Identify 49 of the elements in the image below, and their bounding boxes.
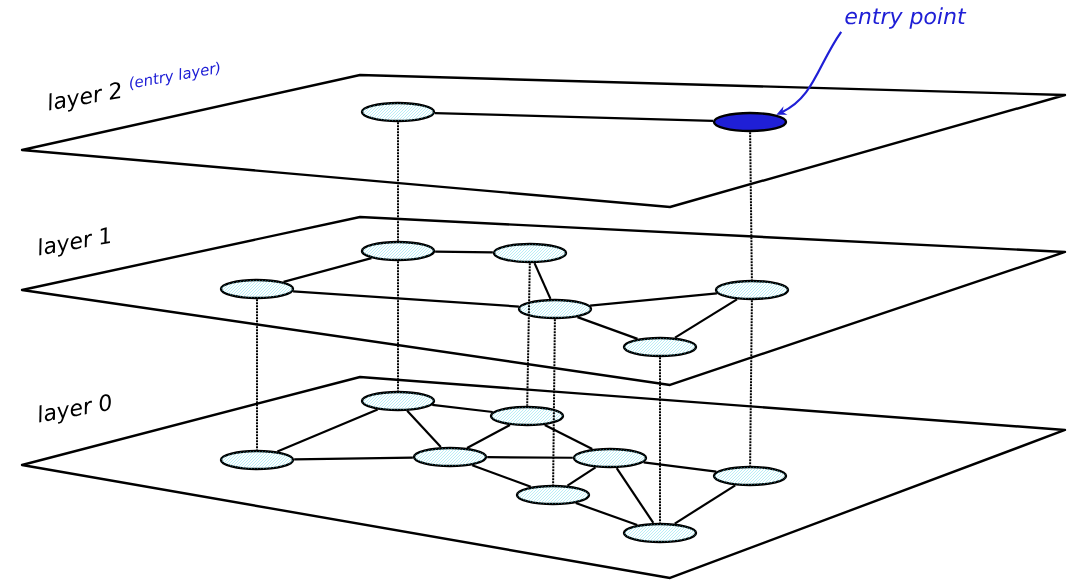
- level-link: [397, 260, 399, 392]
- level-link: [256, 298, 258, 451]
- graph-node: [360, 240, 436, 262]
- graph-edge: [590, 292, 717, 307]
- level-link: [397, 121, 399, 242]
- graph-node: [622, 336, 698, 358]
- graph-edge: [471, 464, 532, 488]
- graph-edge: [566, 466, 597, 487]
- graph-edge: [435, 250, 493, 254]
- graph-node: [360, 390, 436, 412]
- graph-node: [489, 405, 565, 427]
- graph-edge: [577, 316, 638, 340]
- graph-edge: [643, 461, 717, 473]
- level-link: [659, 356, 661, 524]
- graph-edge: [466, 424, 511, 449]
- graph-edge: [674, 298, 738, 339]
- graph-node: [219, 278, 295, 300]
- graph-edge: [575, 502, 638, 526]
- graph-node: [622, 522, 698, 544]
- graph-node: [714, 279, 790, 301]
- graph-edge: [487, 456, 573, 459]
- graph-node: [515, 484, 591, 506]
- graph-edge: [435, 111, 714, 123]
- graph-edge: [544, 423, 593, 450]
- level-link: [749, 299, 753, 467]
- graph-edge: [283, 257, 372, 283]
- graph-edge: [406, 410, 442, 448]
- layer-plane: layer 1: [20, 215, 1067, 387]
- graph-node: [412, 446, 488, 468]
- graph-edge: [276, 408, 379, 453]
- graph-node: [360, 101, 436, 123]
- graph-edge: [294, 456, 413, 461]
- callout-text: entry point: [845, 7, 967, 29]
- graph-node: [219, 449, 295, 471]
- layer-plane: layer 2 (entry layer): [20, 61, 1067, 209]
- graph-node: [572, 447, 648, 469]
- graph-node: [517, 298, 593, 320]
- level-link: [749, 131, 753, 281]
- graph-node: [712, 465, 788, 487]
- graph-edge: [432, 403, 493, 414]
- graph-edge: [674, 484, 736, 525]
- layer-plane: layer 0: [20, 375, 1067, 580]
- entry-node: [712, 111, 788, 133]
- graph-node: [492, 242, 568, 264]
- graph-edge: [615, 467, 655, 524]
- graph-edge: [533, 262, 552, 300]
- level-link: [526, 262, 531, 407]
- level-link: [552, 318, 556, 486]
- graph-edge: [293, 290, 519, 308]
